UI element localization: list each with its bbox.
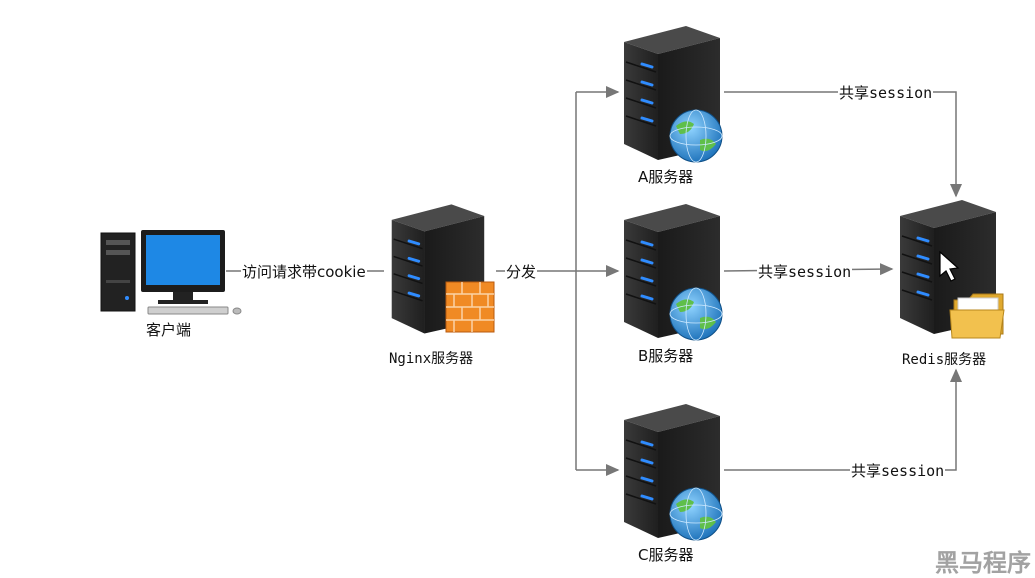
- edge-label-b-to-redis: 共享session: [757, 263, 853, 281]
- server-a-label: A服务器: [638, 168, 694, 186]
- folder-icon: [949, 293, 1005, 339]
- server-b-icon: [622, 202, 723, 341]
- edge-nginx-dispatch: [496, 86, 620, 476]
- edge-label-c-to-redis: 共享session: [850, 462, 946, 480]
- server-b-label: B服务器: [638, 347, 694, 365]
- edge-a-to-redis: [724, 91, 962, 198]
- redis-label: Redis服务器: [902, 352, 987, 368]
- edge-label-dispatch: 分发: [505, 263, 538, 281]
- watermark: 黑马程序: [935, 549, 1031, 577]
- globe-icon: [669, 287, 723, 341]
- edge-label-client-to-nginx: 访问请求带cookie: [241, 263, 367, 281]
- client-label: 客户端: [146, 321, 192, 339]
- server-a-icon: [622, 24, 723, 163]
- server-folder-icon: [898, 198, 1005, 339]
- edge-label-a-to-redis: 共享session: [838, 84, 934, 102]
- server-c-label: C服务器: [638, 546, 694, 564]
- server-c-icon: [622, 402, 723, 541]
- globe-icon: [669, 109, 723, 163]
- cursor-icon: [939, 250, 960, 282]
- nginx-label: Nginx服务器: [389, 351, 474, 367]
- globe-icon: [669, 487, 723, 541]
- desktop-computer-icon: [100, 230, 242, 315]
- server-firewall-icon: [390, 202, 495, 335]
- edge-c-to-redis: [724, 368, 962, 471]
